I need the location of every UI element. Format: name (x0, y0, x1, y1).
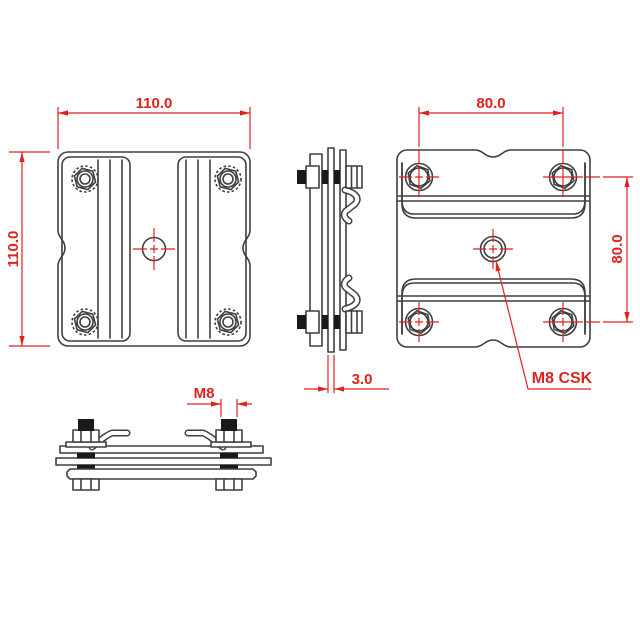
assembly-thin-plate-a (59, 445, 264, 454)
front-width-label: 110.0 (136, 95, 173, 112)
side-top-bolt-head (305, 165, 320, 189)
assembly-right-nut (215, 429, 243, 443)
dimension-hole-pitch-horizontal: 80.0 (419, 95, 563, 116)
side-top-stud (297, 170, 306, 184)
side-main-plate (309, 153, 323, 347)
front-left-pad (61, 156, 131, 342)
assembly-main-plate (66, 468, 257, 480)
back-top-band (401, 162, 586, 219)
plate-thickness-label: 3.0 (352, 371, 373, 388)
assembly-left-nut (72, 429, 100, 443)
front-height-label: 110.0 (5, 231, 22, 268)
callout-center-hole: M8 CSK (495, 260, 593, 390)
side-bottom-stud (297, 315, 306, 329)
assembly-right-head (215, 478, 243, 491)
front-right-pad (177, 156, 247, 342)
side-thin-plate-2 (339, 149, 347, 351)
side-bottom-bolt-head (305, 310, 320, 334)
side-thin-plate-1 (327, 147, 335, 353)
assembly-left-stud (78, 419, 94, 431)
dimension-front-height: 110.0 (5, 151, 50, 347)
side-bottom-nut (345, 310, 363, 334)
back-view (396, 107, 633, 348)
dimension-hole-pitch-vertical: 80.0 (609, 177, 630, 322)
dimension-front-width: 110.0 (57, 95, 251, 149)
assembly-thin-plate-b (55, 457, 272, 466)
back-bottom-band (401, 278, 586, 335)
assembly-right-stud (221, 419, 237, 431)
hole-pitch-vertical-label: 80.0 (609, 234, 626, 263)
dimension-thread-size: M8 (187, 385, 252, 417)
hole-pitch-horizontal-label: 80.0 (476, 95, 505, 112)
dimension-plate-thickness: 3.0 (304, 355, 389, 393)
thread-size-label: M8 (194, 385, 215, 402)
side-view (297, 147, 363, 353)
side-top-nut (345, 165, 363, 189)
center-hole-callout-label: M8 CSK (532, 370, 593, 387)
assembly-left-head (72, 478, 100, 491)
front-view (57, 151, 251, 347)
bottom-assembly-view (55, 419, 272, 491)
